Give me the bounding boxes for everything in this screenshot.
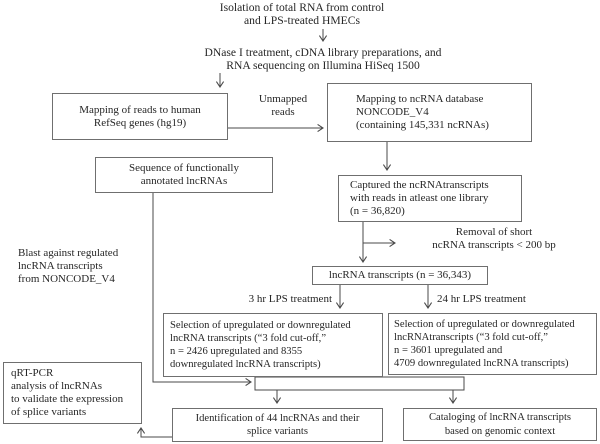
merge-bus xyxy=(254,376,465,391)
step-dnase-sequencing: DNase I treatment, cDNA library preparat… xyxy=(204,46,442,72)
arrow-blast-line xyxy=(152,193,252,387)
label-removal-short: Removal of short ncRNA transcripts < 200… xyxy=(432,226,556,251)
label-blast-noncode: Blast against regulated lncRNA transcrip… xyxy=(18,247,119,285)
step-rna-isolation: Isolation of total RNA from control and … xyxy=(219,1,385,27)
arrow-identification-to-qrtpcr xyxy=(136,427,172,438)
box-lncrna-transcripts: lncRNA transcripts (n = 36,343) xyxy=(312,266,488,285)
box-selection-24hr: Selection of upregulated or downregulate… xyxy=(388,313,597,375)
box-ncrna-mapping: Mapping to ncRNA database NONCODE_V4 (co… xyxy=(327,83,532,142)
label-unmapped-reads: Unmapped reads xyxy=(258,93,308,118)
box-qrt-pcr: qRT-PCR analysis of lncRNAs to validate … xyxy=(3,362,142,424)
box-selection-3hr: Selection of upregulated or downregulate… xyxy=(163,313,383,377)
label-3hr-treatment: 3 hr LPS treatment xyxy=(248,293,332,305)
box-annotated-sequence: Sequence of functionally annotated lncRN… xyxy=(95,157,273,193)
label-24hr-treatment: 24 hr LPS treatment xyxy=(437,293,526,305)
box-refseq-mapping: Mapping of reads to human RefSeq genes (… xyxy=(52,93,228,140)
box-captured-transcripts: Captured the ncRNAtranscripts with reads… xyxy=(338,175,522,222)
box-cataloging: Cataloging of lncRNA transcripts based o… xyxy=(403,408,597,441)
box-identification: Identification of 44 lncRNAs and their s… xyxy=(172,408,383,442)
